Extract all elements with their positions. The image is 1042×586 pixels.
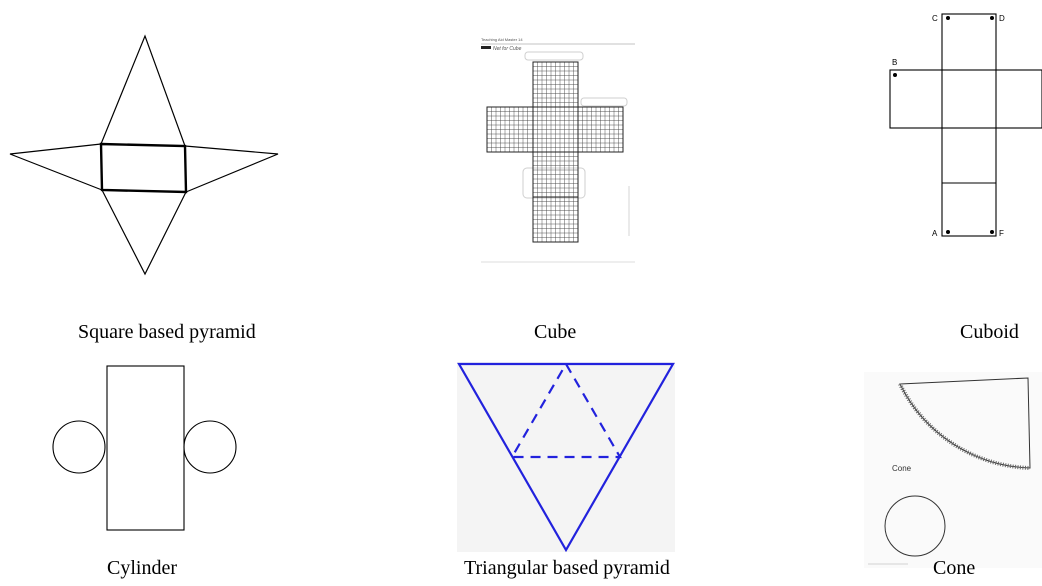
top-face [100, 34, 186, 147]
vertex-label-f: F [999, 229, 1004, 238]
caption-cylinder: Cylinder [107, 557, 177, 579]
right-face [184, 145, 279, 193]
triangular-pyramid-drawing [457, 362, 675, 552]
cuboid-net-drawing: C D B A F [889, 13, 1042, 238]
sheet-header: Teaching Aid Master 14 [481, 37, 523, 42]
cone-net-drawing: Cone [864, 372, 1042, 568]
caption-cuboid: Cuboid [960, 321, 1019, 343]
bottom-face [101, 189, 187, 276]
triangular-pyramid-net [457, 362, 675, 552]
cylinder-net [48, 362, 248, 536]
sheet-title: Net for Cube [493, 46, 522, 52]
cone-base [884, 495, 946, 557]
cylinder-right-base [183, 420, 237, 474]
vertex-label-b: B [892, 58, 897, 67]
vertex-label-c: C [932, 14, 938, 23]
caption-triangular-pyramid: Triangular based pyramid [464, 557, 670, 579]
inner-triangle [510, 363, 622, 459]
cuboid-net: C D B A F [884, 8, 1042, 246]
cone-inner-label: Cone [892, 464, 912, 473]
vertex-label-d: D [999, 14, 1005, 23]
cylinder-net-drawing [52, 365, 237, 531]
caption-cone: Cone [933, 557, 976, 579]
caption-cube: Cube [534, 321, 577, 343]
square-pyramid-drawing [9, 34, 279, 276]
cone-sector [899, 377, 1031, 469]
cylinder-left-base [52, 420, 106, 474]
vertex-label-a: A [932, 229, 938, 238]
cube-grid-lines [487, 61, 623, 243]
left-face [9, 143, 103, 191]
base-square [99, 142, 188, 194]
caption-square-pyramid: Square based pyramid [78, 321, 256, 343]
square-pyramid-net [8, 34, 280, 276]
cone-glue-tab [898, 383, 1031, 470]
cylinder-curved-surface [106, 365, 185, 531]
cone-net: Cone [864, 372, 1042, 568]
cube-net: Teaching Aid Master 14 Net for Cube [479, 36, 639, 272]
cube-net-drawing: Teaching Aid Master 14 Net for Cube [481, 37, 635, 263]
